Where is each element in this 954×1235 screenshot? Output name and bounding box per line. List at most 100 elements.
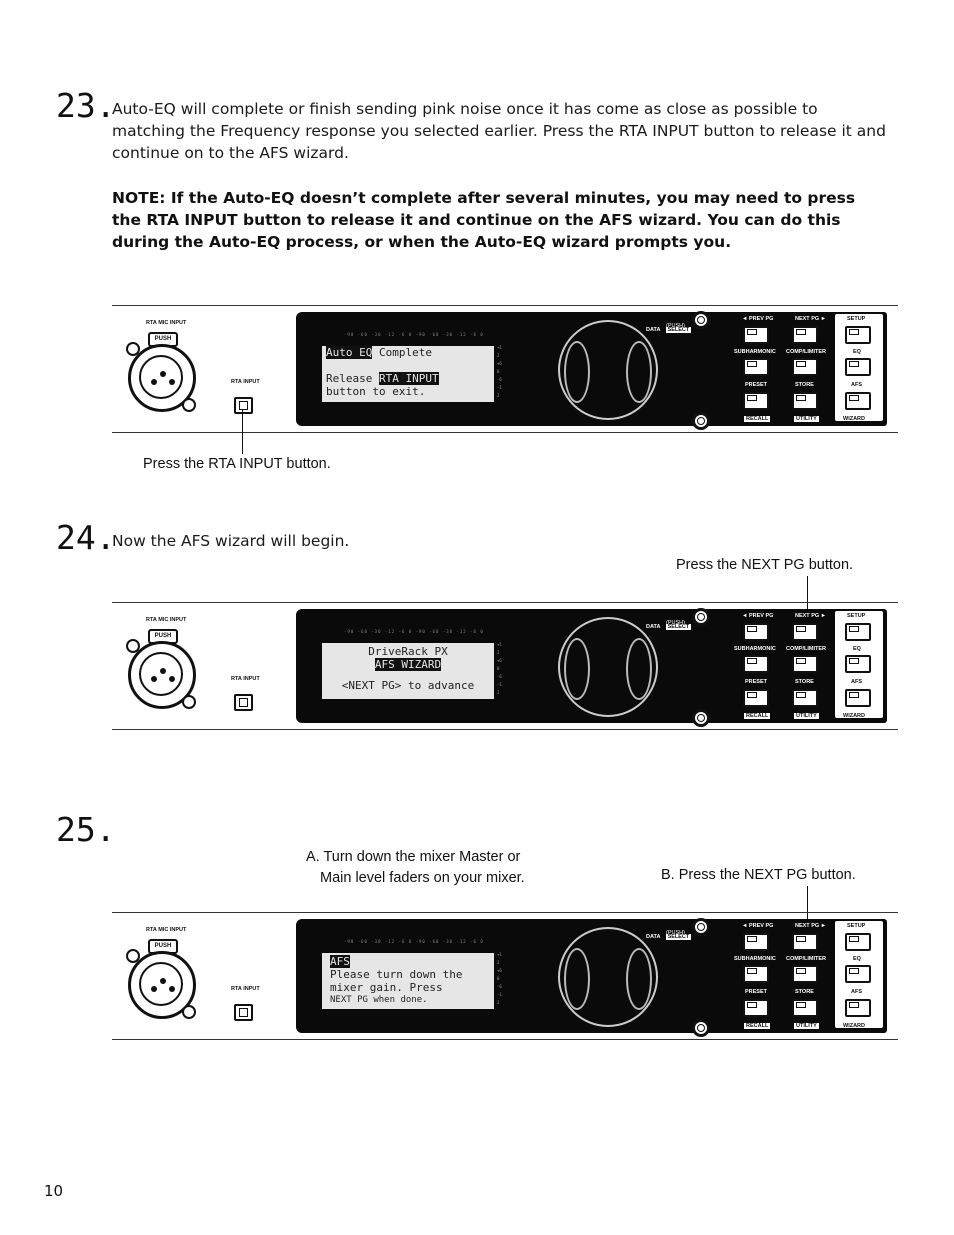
comp-limiter-button[interactable] xyxy=(792,358,818,376)
subharmonic-button[interactable] xyxy=(743,965,769,983)
setup-button[interactable] xyxy=(845,933,871,951)
next-pg-label: NEXT PG ► xyxy=(795,613,827,619)
callout-line xyxy=(242,410,243,454)
preset-button[interactable] xyxy=(743,392,769,410)
store-button[interactable] xyxy=(792,999,818,1017)
callout-line xyxy=(807,576,808,632)
push-label: (PUSH) xyxy=(666,323,685,329)
data-label: DATA xyxy=(646,624,661,630)
prev-pg-button[interactable] xyxy=(743,933,769,951)
setup-label: SETUP xyxy=(847,316,866,322)
wizard-label: WIZARD xyxy=(843,1023,865,1029)
store-button[interactable] xyxy=(792,392,818,410)
driverack-panel-2: RTA MIC INPUT PUSH RTA INPUT -90 -60 -30… xyxy=(112,603,898,729)
afs-button[interactable] xyxy=(845,999,871,1017)
power-knob[interactable] xyxy=(692,412,710,430)
meter-scale: -90 -60 -30 -12 -6 0 -90 -60 -30 -12 -6 … xyxy=(344,629,484,634)
data-wheel[interactable] xyxy=(558,927,658,1027)
preset-button[interactable] xyxy=(743,999,769,1017)
eq-label: EQ xyxy=(853,646,861,652)
page-number: 10 xyxy=(44,1182,64,1200)
wizard-label: WIZARD xyxy=(843,713,865,719)
step-25-caption-a-line1: A. Turn down the mixer Master or xyxy=(306,849,521,865)
preset-button[interactable] xyxy=(743,689,769,707)
data-select-knob[interactable] xyxy=(692,918,710,936)
recall-label: RECALL xyxy=(744,416,771,422)
afs-button[interactable] xyxy=(845,392,871,410)
comp-limiter-label: COMP/LIMITER xyxy=(786,646,827,652)
step-number-23: 23. xyxy=(56,86,116,125)
setup-label: SETUP xyxy=(847,613,866,619)
control-section: ◄ PREV PG NEXT PG ► SUBHARMONIC COMP/LIM… xyxy=(732,312,887,426)
subharmonic-button[interactable] xyxy=(743,358,769,376)
eq-button[interactable] xyxy=(845,655,871,673)
rta-input-button[interactable] xyxy=(234,397,253,414)
prev-pg-label: ◄ PREV PG xyxy=(742,613,774,619)
next-pg-label: NEXT PG ► xyxy=(795,316,827,322)
store-label: STORE xyxy=(795,382,814,388)
comp-limiter-button[interactable] xyxy=(792,965,818,983)
xlr-push-tab[interactable]: PUSH xyxy=(148,332,178,347)
next-pg-button[interactable] xyxy=(792,326,818,344)
subharmonic-button[interactable] xyxy=(743,655,769,673)
lcd-highlight: AFS WIZARD xyxy=(374,658,442,671)
rta-input-button[interactable] xyxy=(234,694,253,711)
afs-label: AFS xyxy=(851,679,862,685)
data-wheel[interactable] xyxy=(558,320,658,420)
comp-limiter-label: COMP/LIMITER xyxy=(786,956,827,962)
lcd-display: Auto EQ Complete Release RTA INPUT butto… xyxy=(322,346,494,402)
screw-icon xyxy=(182,398,196,412)
setup-button[interactable] xyxy=(845,326,871,344)
rta-input-label: RTA INPUT xyxy=(231,676,260,682)
panel-bottom-rule xyxy=(112,432,898,433)
next-pg-button[interactable] xyxy=(792,933,818,951)
recall-label: RECALL xyxy=(744,1023,771,1029)
rta-input-button[interactable] xyxy=(234,1004,253,1021)
eq-label: EQ xyxy=(853,956,861,962)
setup-label: SETUP xyxy=(847,923,866,929)
panel-bottom-rule xyxy=(112,729,898,730)
push-label: (PUSH) xyxy=(666,930,685,936)
select-label: SELECT xyxy=(665,624,692,630)
panel-top-rule xyxy=(112,602,898,603)
rta-input-label: RTA INPUT xyxy=(231,379,260,385)
setup-column: SETUP EQ AFS WIZARD xyxy=(835,921,883,1029)
prev-pg-button[interactable] xyxy=(743,623,769,641)
eq-button[interactable] xyxy=(845,358,871,376)
afs-label: AFS xyxy=(851,989,862,995)
step-25-caption-a-line2: Main level faders on your mixer. xyxy=(320,870,525,886)
next-pg-button[interactable] xyxy=(792,623,818,641)
meter-scale: -90 -60 -30 -12 -6 0 -90 -60 -30 -12 -6 … xyxy=(344,332,484,337)
afs-button[interactable] xyxy=(845,689,871,707)
meter-side-scale: +12 +6 0 -6 -12 xyxy=(497,345,502,398)
rta-mic-input-label: RTA MIC INPUT xyxy=(146,927,187,933)
utility-label: UTILITY xyxy=(794,1023,819,1029)
step-24-caption: Press the NEXT PG button. xyxy=(676,557,854,573)
driverack-panel-3: RTA MIC INPUT PUSH RTA INPUT -90 -60 -30… xyxy=(112,913,898,1039)
data-select-knob[interactable] xyxy=(692,311,710,329)
prev-pg-button[interactable] xyxy=(743,326,769,344)
driverack-panel-1: RTA MIC INPUT PUSH RTA INPUT -90 -60 -30… xyxy=(112,306,898,432)
power-knob[interactable] xyxy=(692,709,710,727)
data-label: DATA xyxy=(646,934,661,940)
xlr-push-tab[interactable]: PUSH xyxy=(148,939,178,954)
eq-button[interactable] xyxy=(845,965,871,983)
subharmonic-label: SUBHARMONIC xyxy=(734,646,776,652)
data-wheel[interactable] xyxy=(558,617,658,717)
setup-button[interactable] xyxy=(845,623,871,641)
power-knob[interactable] xyxy=(692,1019,710,1037)
lcd-display: AFS Please turn down the mixer gain. Pre… xyxy=(322,953,494,1009)
step-23-note: NOTE: If the Auto-EQ doesn’t complete af… xyxy=(112,189,856,251)
prev-pg-label: ◄ PREV PG xyxy=(742,316,774,322)
push-label: (PUSH) xyxy=(666,620,685,626)
store-label: STORE xyxy=(795,679,814,685)
store-button[interactable] xyxy=(792,689,818,707)
step-24-text: Now the AFS wizard will begin. xyxy=(112,532,350,550)
comp-limiter-button[interactable] xyxy=(792,655,818,673)
prev-pg-label: ◄ PREV PG xyxy=(742,923,774,929)
xlr-connector-icon[interactable] xyxy=(128,951,196,1019)
data-select-knob[interactable] xyxy=(692,608,710,626)
rta-mic-input-label: RTA MIC INPUT xyxy=(146,617,187,623)
lcd-highlight: Auto EQ xyxy=(326,346,373,359)
subharmonic-label: SUBHARMONIC xyxy=(734,349,776,355)
